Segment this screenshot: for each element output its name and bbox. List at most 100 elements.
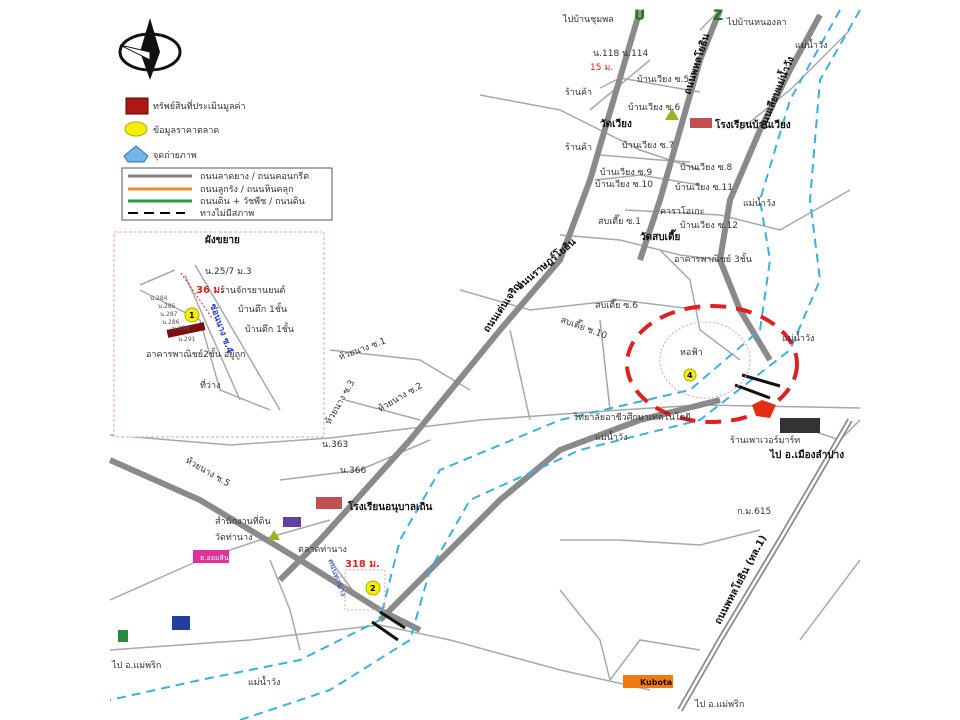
label-soi: บ้านเวียง ซ.10 (595, 179, 653, 190)
label-road: ถนนราษฎร์โยธิน (514, 235, 579, 292)
parcel-label: น.284 (150, 295, 168, 302)
label-school-anuban: โรงเรียนอนุบาลเถิน (347, 500, 433, 513)
subject-photo-icon (752, 400, 776, 418)
legend-paved-label: ถนนลาดยาง / ถนนคอนกรีต (200, 171, 309, 182)
legend-property-label: ทรัพย์สินที่ประเมินมูลค่า (153, 99, 246, 112)
label-school-ban-wiang: โรงเรียนบ้านเวียง (714, 118, 791, 131)
label-to-ban-nong-la: ไปบ้านหนองลา (726, 17, 787, 28)
parcel-label: น.286 (162, 319, 180, 326)
legend-no-road-label: ทางไม่มีสภาพ (200, 208, 254, 219)
property-legend-icon (125, 97, 149, 115)
parcel-label: น.287 (160, 311, 178, 318)
label-highway: ถนนพหลโยธิน (ทล.1) (711, 533, 769, 627)
route-badge: Z (713, 8, 723, 24)
label-house-numbers: น.118 น.114 (593, 49, 649, 59)
parcel-label: น.291 (178, 336, 196, 343)
minor-roads (109, 9, 861, 691)
inset-label: บ้านตึก 1ชั้น (245, 322, 294, 335)
label-house-number: น.363 (322, 440, 348, 450)
bridges (371, 373, 781, 642)
label-house-number: น.366 (340, 466, 366, 476)
route-badge: U (634, 8, 645, 24)
label-soi: ห้วยนาง ซ.1 (337, 336, 387, 363)
main-roads (108, 8, 853, 712)
label-soi: ห้วยนาง ซ.2 (376, 380, 424, 414)
label-market: ตลาดท่านาง (298, 545, 347, 555)
marker-4-number: 4 (687, 371, 693, 380)
label-to-mueang-lampang: ไป อ.เมืองลำปาง (769, 448, 844, 461)
subject-highlight-circle (625, 304, 799, 424)
river-wang (109, 9, 861, 720)
parcel-label: น.285 (158, 303, 176, 310)
label-river: แม่น้ำวัง (782, 331, 814, 344)
label-shop: ร้านค้า (565, 142, 592, 153)
legend-market-label: ข้อมูลราคาตลาด (153, 125, 219, 136)
pagoda-icon (268, 530, 280, 540)
radius-circle (659, 321, 751, 399)
pagoda-icon (665, 108, 679, 120)
legend-photo-label: จุดถ่ายภาพ (153, 151, 197, 161)
label-soi: สบเตี๊ย ซ.6 (595, 298, 638, 311)
label-soi: บ้านเวียง ซ.12 (680, 220, 738, 231)
label-wat-wiang: วัดเวียง (600, 118, 632, 130)
label-to-mae-phrik: ไป อ.แม่พริก (111, 660, 161, 671)
label-river: แม่น้ำวัง (743, 196, 775, 209)
label-kubota: Kubota (640, 678, 672, 687)
label-wat-tha-nang: วัดท่านาง (215, 533, 253, 543)
label-soi: ห้วยนาง ซ.5 (184, 455, 232, 489)
label-soi: สบเตี๊ย ซ.1 (598, 214, 641, 227)
label-road: ถนนพหลโยธิน (680, 32, 712, 96)
market-marker-4 (683, 368, 697, 382)
label-river: แม่น้ำวัง (595, 430, 627, 443)
marker-2-number: 2 (370, 584, 376, 593)
inset-label: อาคารพาณิชย์2ชั้น อยู่ถูก (146, 347, 246, 360)
inset-label: ที่ว่าง (200, 378, 220, 391)
label-commercial: อาคารพาณิชย์ 3ชั้น (674, 252, 752, 265)
bank-icon (193, 550, 229, 563)
label-soi: บ้านเวียง ซ.7 (622, 140, 674, 151)
label-river: แม่น้ำวัง (248, 675, 280, 688)
inset-label: น.25/7 ม.3 (205, 267, 252, 277)
label-wat-sombun: วัดสบเตี๊ย (640, 229, 680, 243)
legend-dirt-label: ถนนดิน + วัชพืช / ถนนดิน (200, 196, 305, 207)
label-to-ban-chumphon: ไปบ้านชุมพล (562, 14, 614, 25)
label-soi: บ้านเวียง ซ.8 (680, 162, 733, 173)
parcel-label: น.289 (172, 325, 190, 332)
label-km615: ก.ม.615 (737, 507, 771, 517)
label-soi: บ้านเวียง ซ.6 (628, 102, 681, 113)
label-soi: บ้านเวียง ซ.5 (637, 74, 689, 85)
label-soi: สบเตี๊ย ซ.10 (559, 313, 609, 342)
label-shop: ร้านค้า (565, 87, 592, 98)
label-bank: ธ.ออมสิน (200, 554, 229, 562)
market-legend-icon (124, 121, 148, 137)
label-power-shop: ร้านเพาเวอร์มาร์ท (730, 434, 800, 446)
inset-marker-number: 1 (189, 311, 195, 320)
north-arrow-icon (118, 18, 182, 80)
label-land-office: สำนักงานที่ดิน (215, 514, 271, 527)
school-anuban-icon (316, 497, 342, 509)
label-soi: บ้านเวียง ซ.11 (675, 182, 733, 193)
inset-title: ผังขยาย (205, 234, 240, 246)
label-karaoke: คาราโอเกะ (660, 206, 705, 217)
building-icon (780, 418, 820, 433)
label-distance-318: 318 ม. (345, 559, 380, 570)
label-hong-fa: หอฟ้า (680, 347, 703, 358)
label-river: แม่น้ำวัง (795, 38, 827, 51)
inset-map (113, 231, 325, 438)
label-to-mae-phrik: ไป อ.แม่พริก (694, 699, 744, 710)
school-ban-wiang-icon (690, 118, 712, 128)
sign-icon (172, 616, 190, 630)
label-distance-15: 15 ม. (590, 63, 613, 73)
label-soi: บ้านเวียง ซ.9 (600, 167, 653, 178)
inset-label: ร้านจักรยานยนต์ (220, 284, 286, 296)
kubota-logo-icon (623, 675, 673, 688)
legend-gravel-label: ถนนลูกรัง / ถนนหินคลุก (200, 184, 294, 195)
inset-label: บ้านตึก 1ชั้น (238, 302, 287, 315)
label-college: วิทยาลัยอาชีวศึกษาเทคโนโลยี (573, 412, 691, 423)
office-icon (283, 517, 301, 527)
store-icon (118, 630, 128, 642)
market-marker-2 (365, 580, 381, 596)
photo-legend-icon (123, 145, 149, 163)
inset-distance: 36 ม. (196, 285, 224, 296)
